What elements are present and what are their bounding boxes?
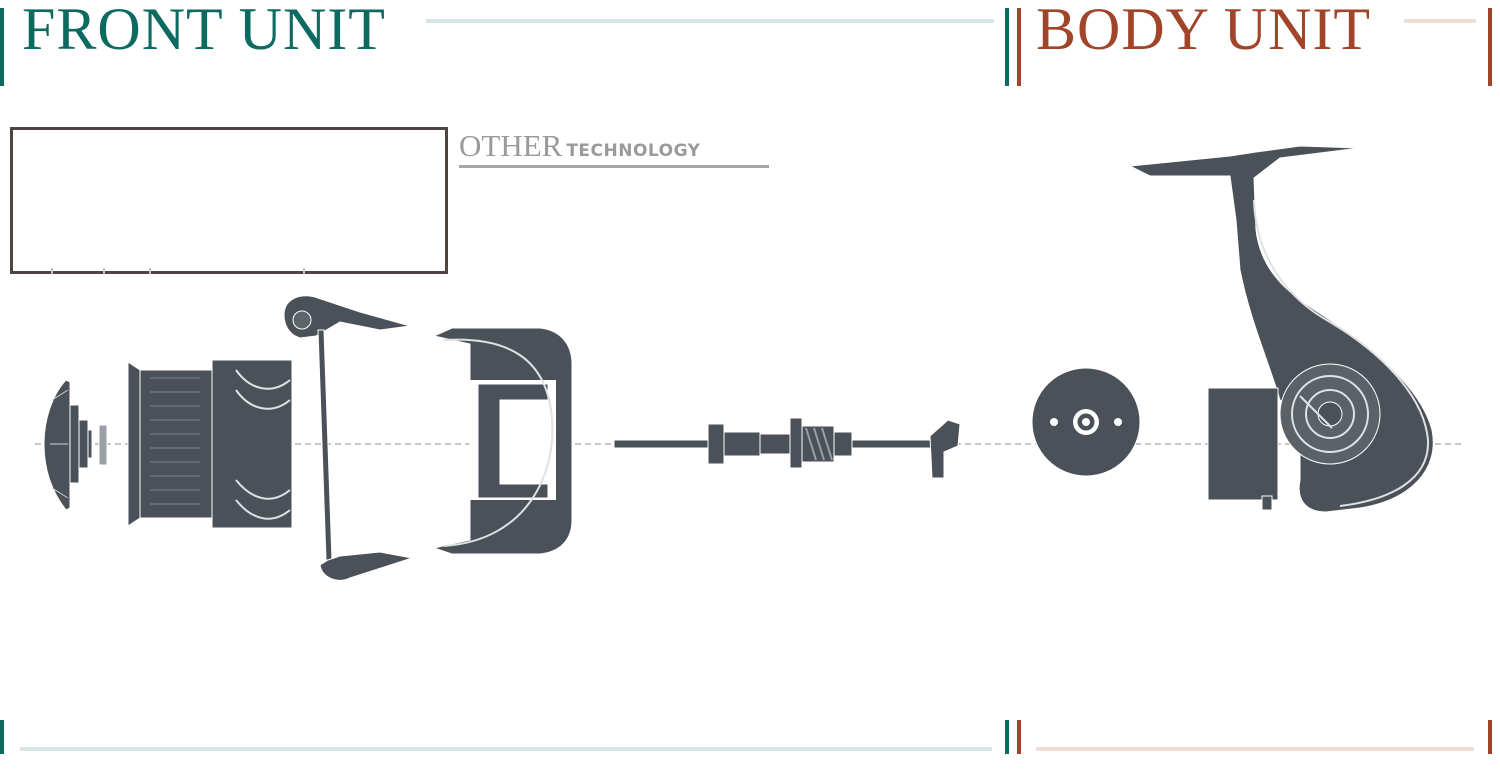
- front-header-end-bar: [1005, 8, 1009, 86]
- front-footer-end-bar: [1005, 720, 1009, 754]
- body-header-line: [1404, 19, 1476, 23]
- reel-body[interactable]: [1128, 145, 1434, 513]
- other-technology-small: TECHNOLOGY: [566, 141, 701, 161]
- rotor[interactable]: [432, 327, 573, 555]
- spool[interactable]: [127, 359, 293, 529]
- front-header-line: [426, 19, 994, 23]
- other-technology-big: OTHER: [459, 128, 563, 163]
- body-header-end-bar: [1488, 8, 1492, 86]
- body-footer-line: [1036, 747, 1474, 751]
- body-unit-title: BODY UNIT: [1036, 0, 1372, 62]
- other-technology-underline: [459, 165, 769, 168]
- side-cover[interactable]: [1031, 367, 1141, 477]
- body-header-bar: [1017, 8, 1021, 86]
- front-footer-line: [20, 747, 992, 751]
- info-box: [10, 127, 448, 274]
- body-footer-bar: [1017, 720, 1021, 754]
- front-footer-bar: [0, 720, 4, 754]
- bail-assembly[interactable]: [283, 295, 413, 581]
- main-shaft[interactable]: [613, 417, 961, 479]
- front-header-bar: [0, 8, 4, 86]
- body-footer-end-bar: [1488, 720, 1492, 754]
- drag-knob[interactable]: [43, 379, 108, 511]
- front-unit-title: FRONT UNIT: [22, 0, 386, 62]
